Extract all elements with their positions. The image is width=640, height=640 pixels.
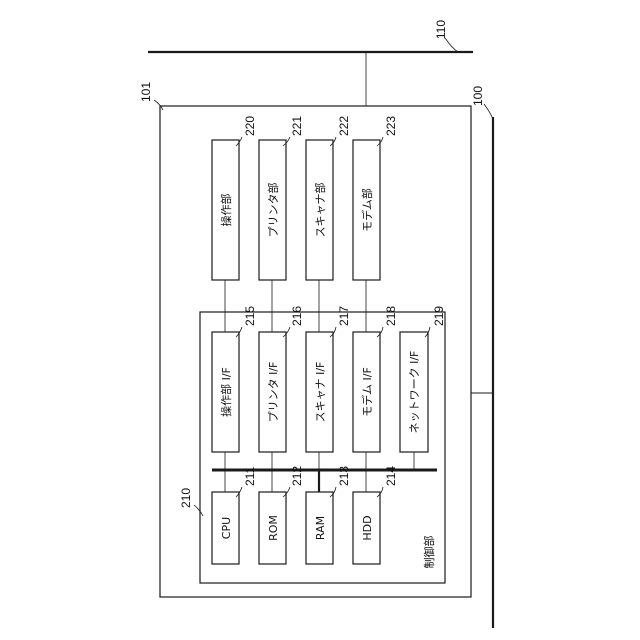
scanner-if-label: スキャナ I/F xyxy=(314,362,327,423)
cpu-box: CPU xyxy=(212,492,239,564)
ref-222: 222 xyxy=(337,116,351,136)
network-if-box: ネットワーク I/F xyxy=(400,332,428,452)
ref-221: 221 xyxy=(290,116,304,136)
printer-unit-box: プリンタ部 xyxy=(259,140,286,280)
leader-100 xyxy=(484,104,493,119)
printer-if-box: プリンタ I/F xyxy=(259,332,286,452)
op-if-label: 操作部 I/F xyxy=(219,367,233,417)
ref-101: 101 xyxy=(139,82,153,102)
op-unit-label: 操作部 xyxy=(219,194,233,227)
modem-unit-label: モデム部 xyxy=(360,188,374,232)
ref-218: 218 xyxy=(384,306,398,326)
ref-211: 211 xyxy=(243,467,257,486)
ref-100: 100 xyxy=(471,86,485,106)
ram-label: RAM xyxy=(314,516,327,540)
ram-box: RAM xyxy=(306,492,333,564)
modem-if-box: モデム I/F xyxy=(353,332,380,452)
ref-215: 215 xyxy=(243,306,257,326)
modem-unit-box: モデム部 xyxy=(353,140,380,280)
rom-label: ROM xyxy=(267,515,280,541)
ref-216: 216 xyxy=(290,306,304,326)
ref-214: 214 xyxy=(384,466,398,486)
printer-if-label: プリンタ I/F xyxy=(267,362,280,423)
ref-217: 217 xyxy=(337,306,351,326)
hdd-box: HDD xyxy=(353,492,380,564)
ref-212: 212 xyxy=(290,466,304,486)
scanner-unit-box: スキャナ部 xyxy=(306,140,333,280)
op-unit-box: 操作部 xyxy=(212,140,239,280)
rom-box: ROM xyxy=(259,492,286,564)
modem-if-label: モデム I/F xyxy=(360,367,374,417)
scanner-unit-label: スキャナ部 xyxy=(313,183,327,238)
scanner-if-box: スキャナ I/F xyxy=(306,332,333,452)
ref-213: 213 xyxy=(337,466,351,486)
ref-110: 110 xyxy=(434,20,448,39)
op-if-box: 操作部 I/F xyxy=(212,332,239,452)
printer-unit-label: プリンタ部 xyxy=(266,183,280,238)
ref-220: 220 xyxy=(243,116,257,136)
hdd-label: HDD xyxy=(361,515,374,540)
network-if-label: ネットワーク I/F xyxy=(408,351,421,434)
ref-210: 210 xyxy=(179,488,193,508)
cpu-label: CPU xyxy=(220,517,233,539)
control-label: 制御部 xyxy=(422,536,436,569)
ref-223: 223 xyxy=(384,116,398,136)
ref-219: 219 xyxy=(432,306,446,326)
